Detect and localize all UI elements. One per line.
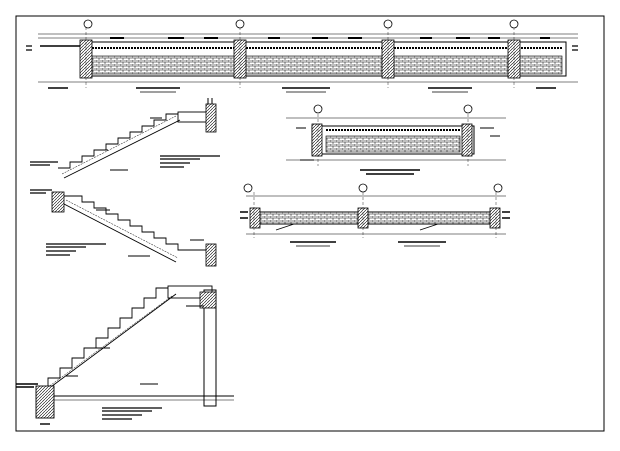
stair-section-2 xyxy=(30,189,217,267)
beam-elevation-lower xyxy=(240,183,510,247)
sheet-border xyxy=(15,15,605,432)
beam-elevation-top xyxy=(26,19,578,93)
stair-section-large xyxy=(16,285,234,425)
beam-elevation-middle xyxy=(286,104,506,175)
stair-section-1 xyxy=(30,98,220,179)
